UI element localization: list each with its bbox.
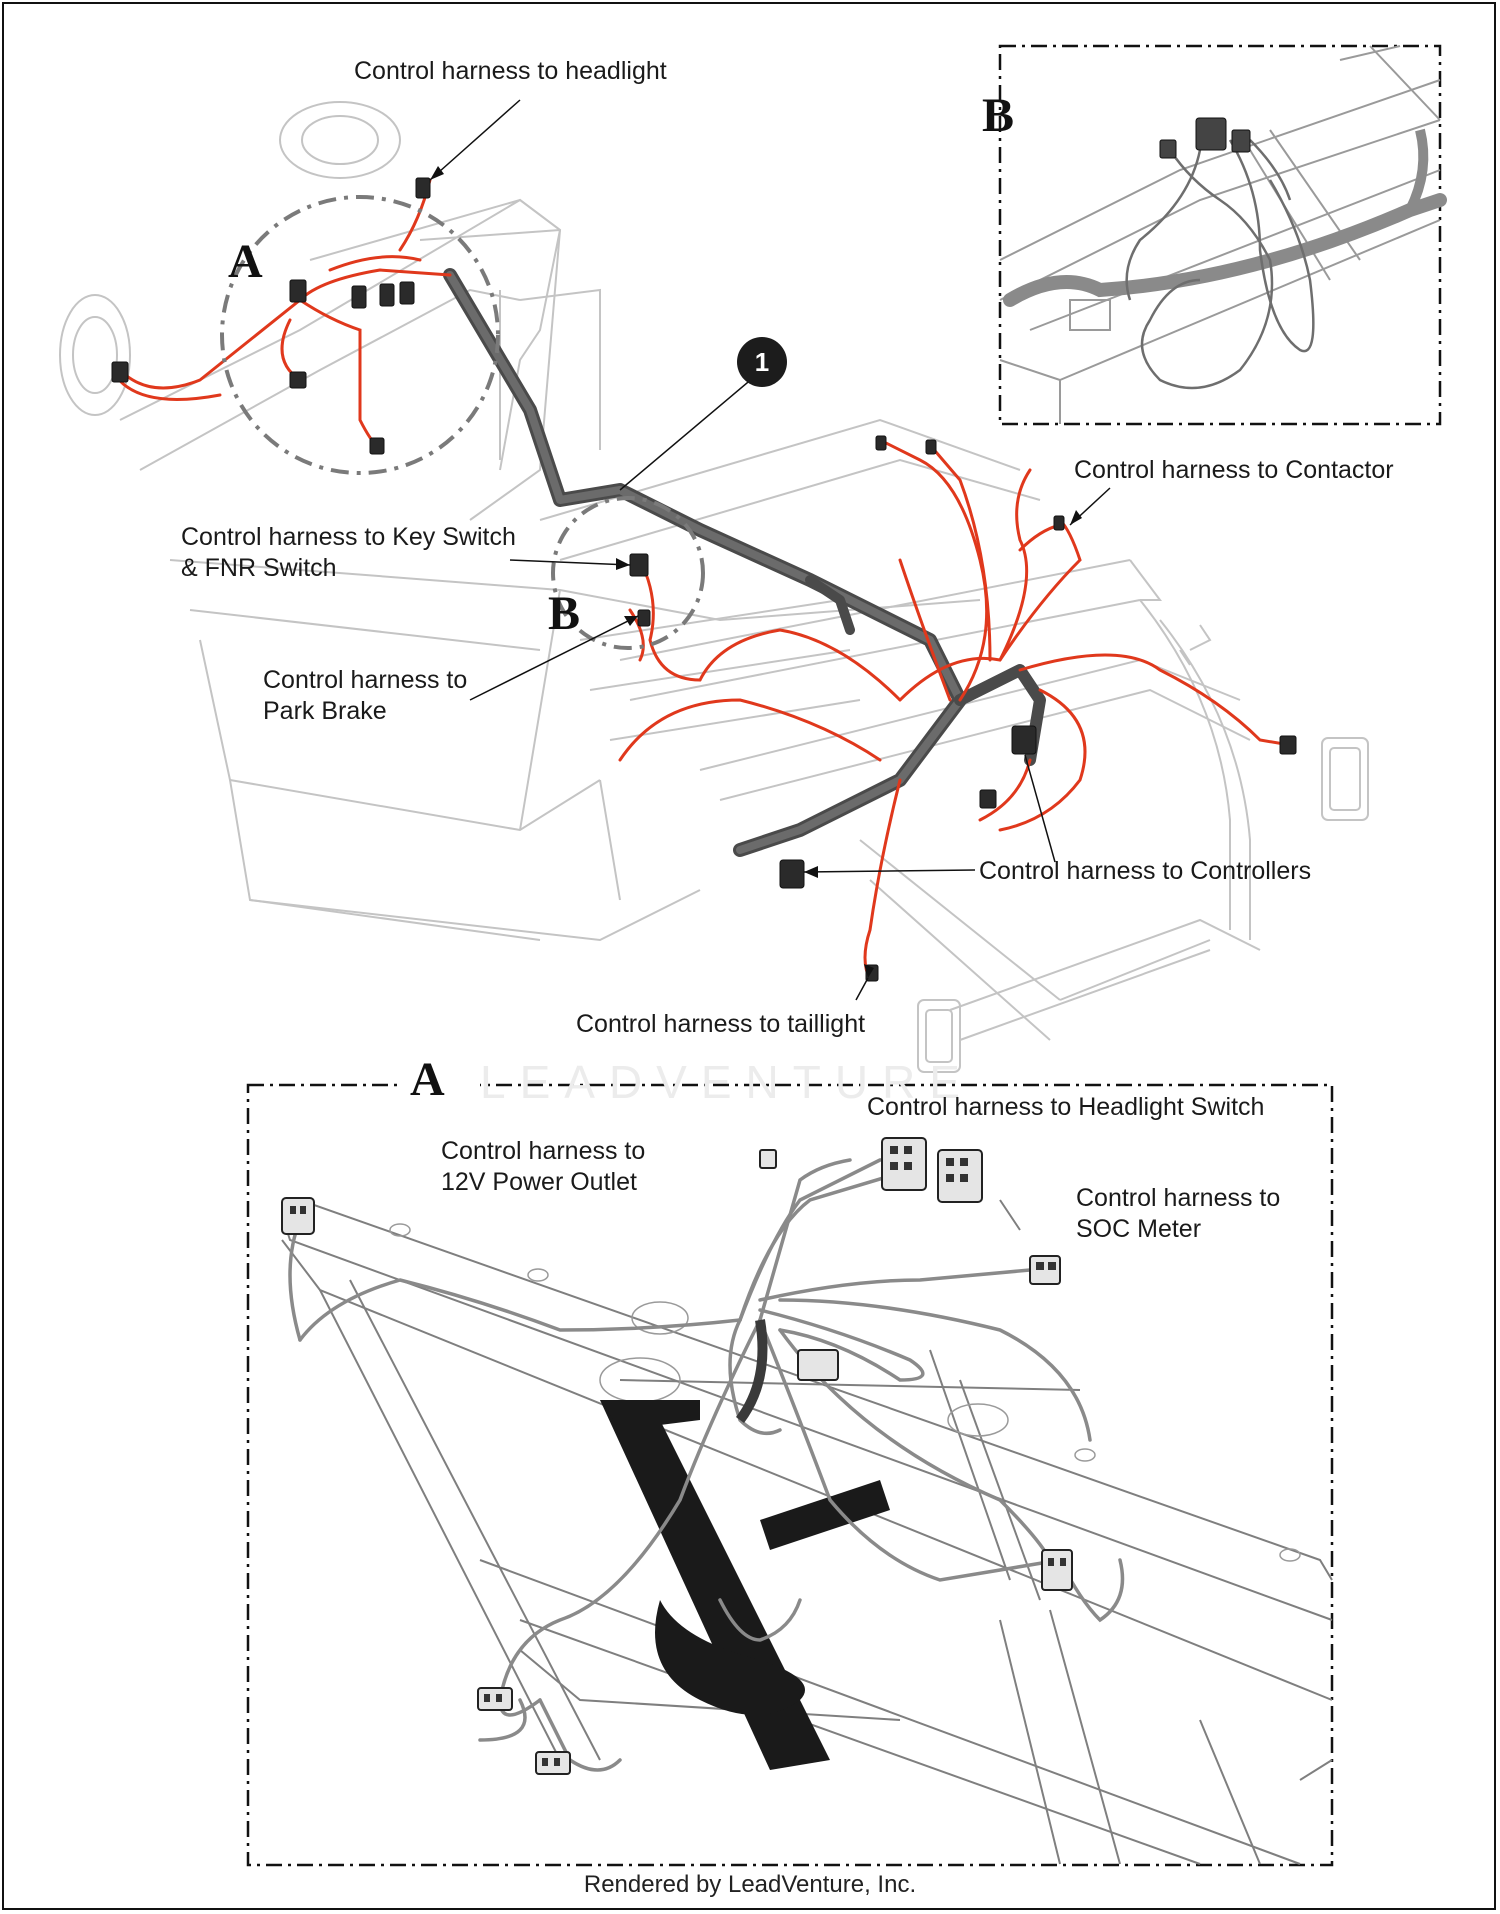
- label-park-brake-line2: Park Brake: [263, 697, 387, 725]
- label-power-outlet-line2: 12V Power Outlet: [441, 1168, 637, 1196]
- label-soc-meter-line1: Control harness to: [1076, 1184, 1281, 1212]
- callout-number-1: 1: [737, 337, 787, 387]
- detail-letter-a-main: A: [228, 235, 263, 288]
- label-headlight-switch: Control harness to Headlight Switch: [867, 1093, 1265, 1121]
- label-controllers: Control harness to Controllers: [979, 857, 1312, 885]
- label-taillight: Control harness to taillight: [576, 1010, 866, 1038]
- watermark: LEADVENTURE: [480, 1056, 974, 1108]
- label-soc-meter-line2: SOC Meter: [1076, 1215, 1202, 1243]
- footer-credit: Rendered by LeadVenture, Inc.: [583, 1871, 917, 1898]
- label-contactor: Control harness to Contactor: [1074, 456, 1394, 484]
- detail-letter-a-inset: A: [410, 1053, 445, 1106]
- label-park-brake-line1: Control harness to: [263, 666, 468, 694]
- label-key-switch-line2: & FNR Switch: [181, 554, 337, 582]
- chassis-frame: [59, 101, 1369, 1073]
- inset-b: [998, 44, 1447, 426]
- detail-letter-b-inset: B: [982, 89, 1015, 142]
- inset-a: [246, 1062, 1334, 1867]
- label-headlight: Control harness to headlight: [354, 57, 667, 85]
- connectors: [111, 177, 1297, 982]
- detail-letter-b-main: B: [548, 587, 581, 640]
- label-power-outlet-line1: Control harness to: [441, 1137, 646, 1165]
- red-wires: [113, 178, 1292, 982]
- label-key-switch-line1: Control harness to Key Switch: [181, 523, 516, 551]
- detail-circles: [220, 195, 705, 650]
